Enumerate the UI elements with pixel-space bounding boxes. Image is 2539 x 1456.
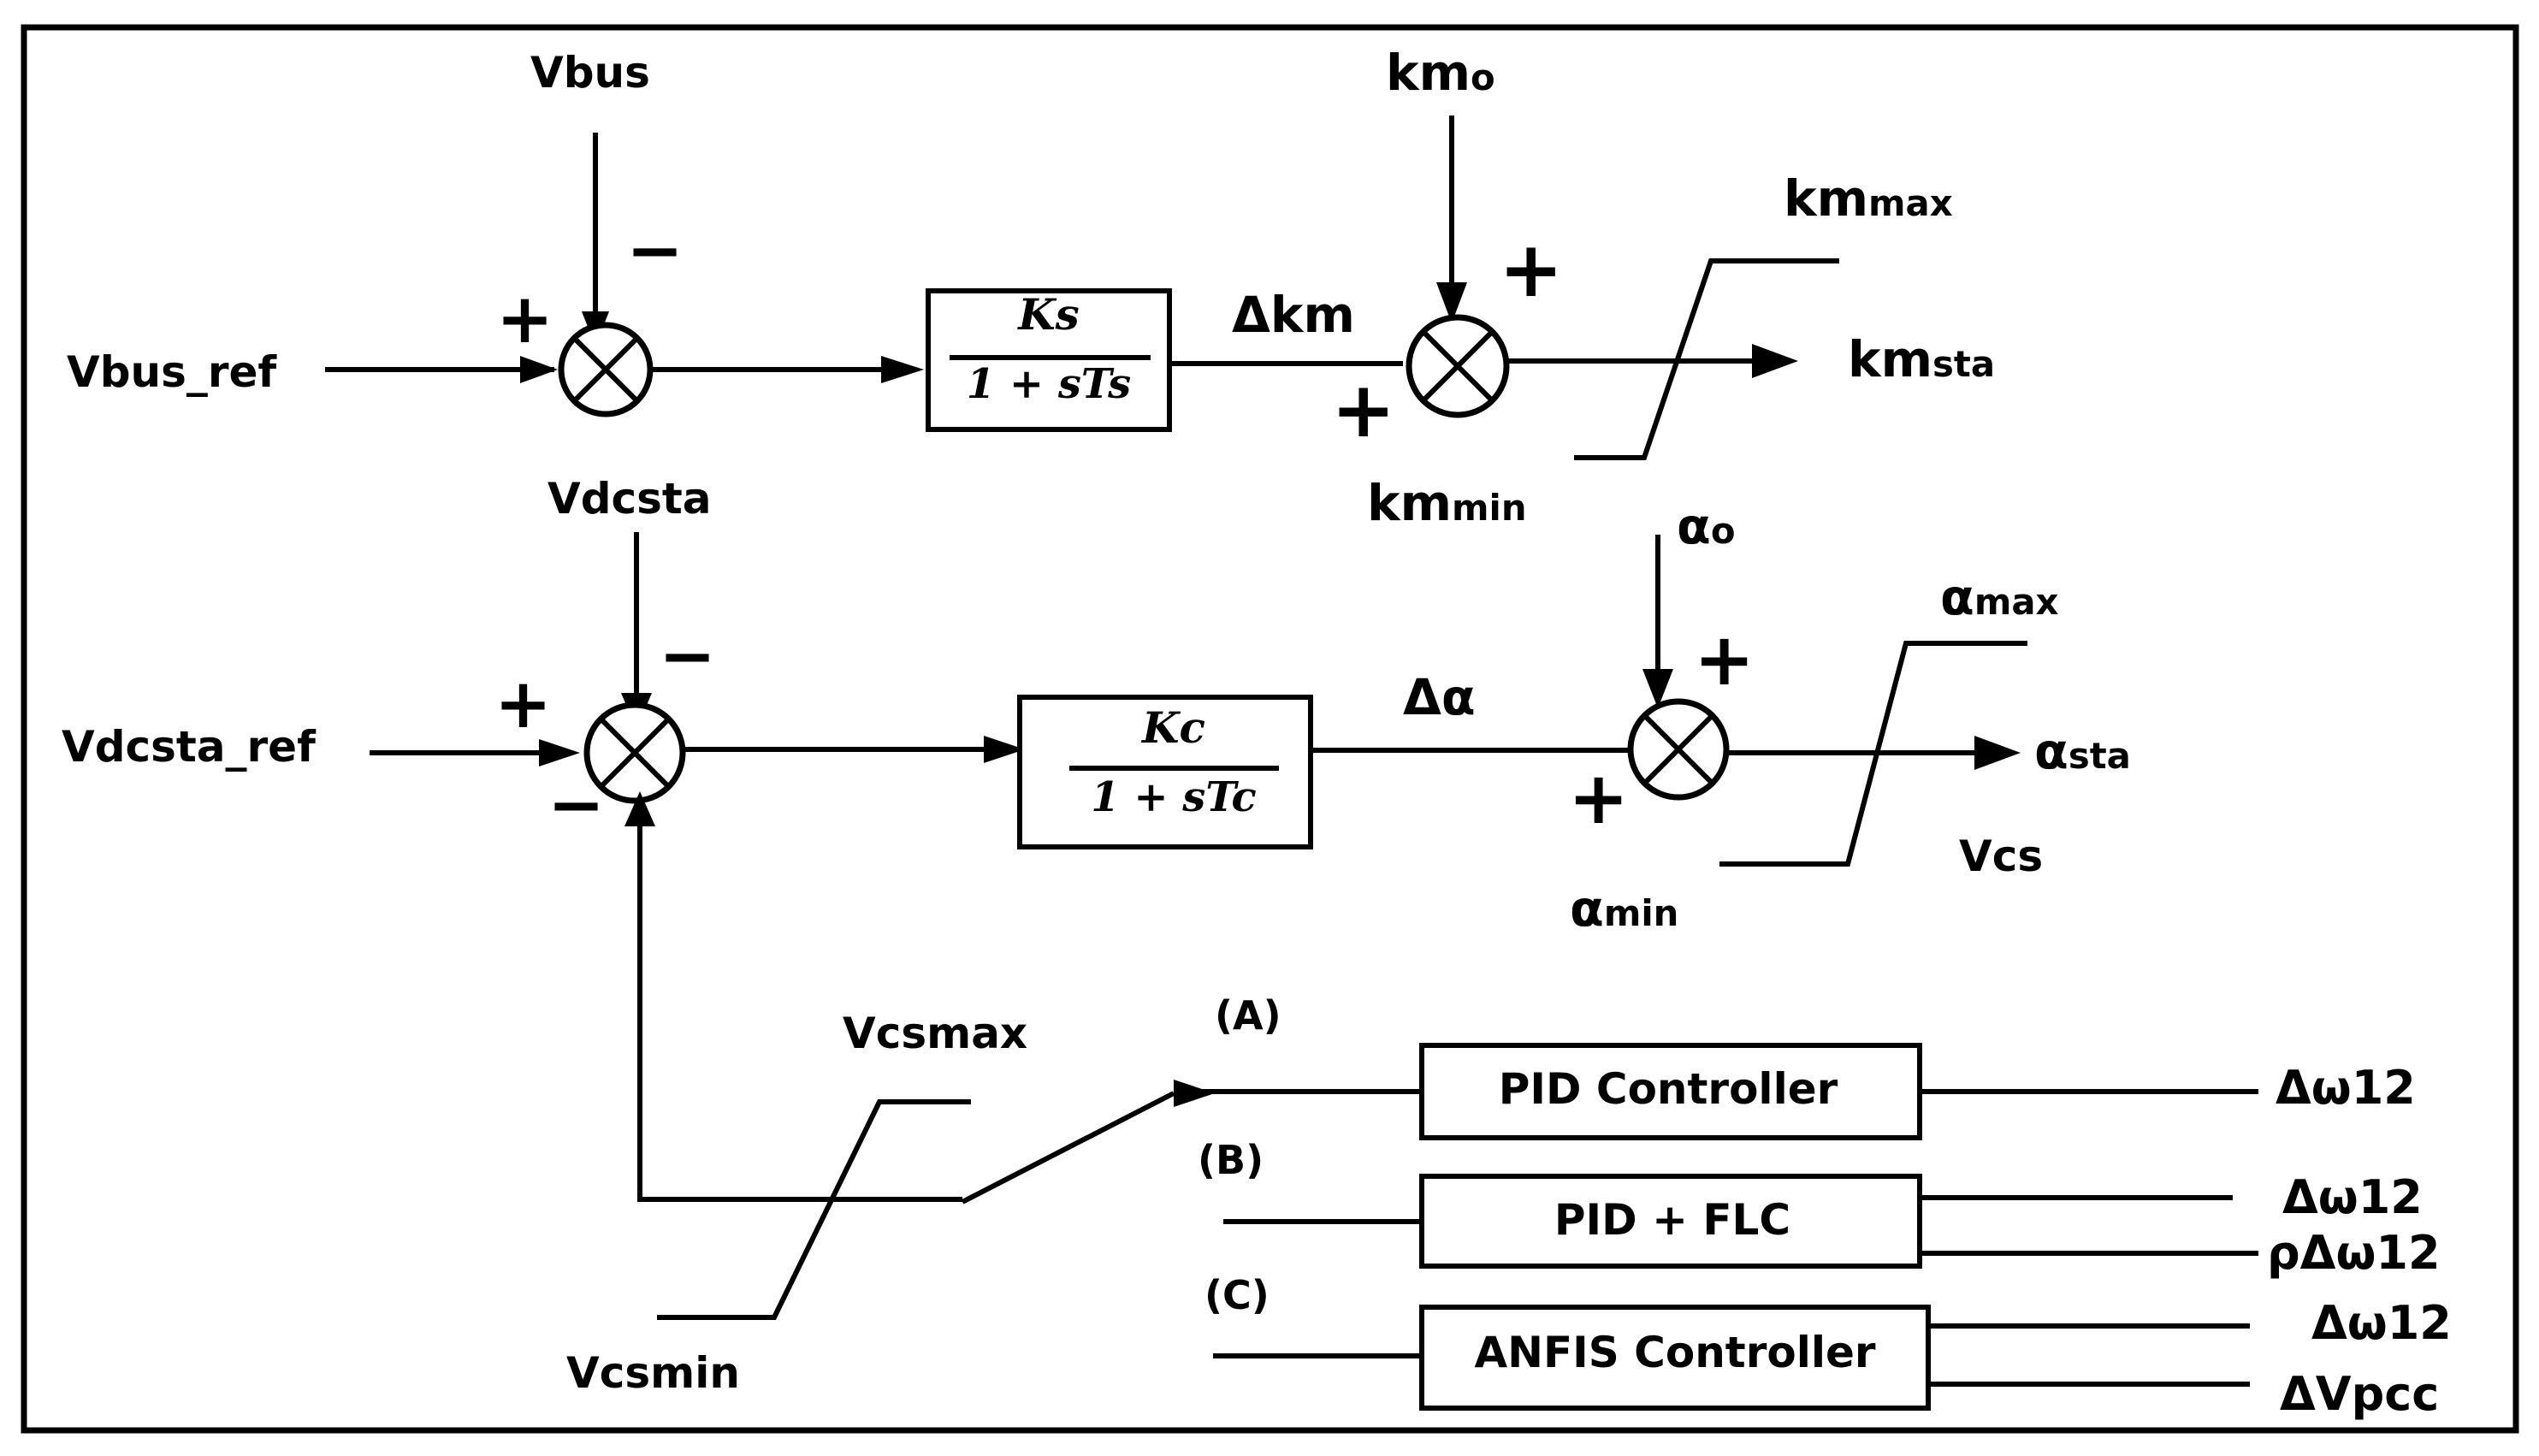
vcs-limiter [657,1099,971,1320]
anfis-controller-block[interactable]: ANFIS Controller [1419,1305,1931,1411]
option-c-label: (C) [1204,1272,1270,1318]
vcs-min-label: Vcsmin [566,1348,740,1398]
km-max-label: kmmax [1784,169,1953,228]
kc-input-arrow [984,736,1025,763]
kmo-arrow [1436,282,1467,323]
delta-km-label: Δkm [1232,286,1355,344]
pid-controller-block[interactable]: PID Controller [1419,1043,1922,1140]
km-sta-label: kmsta [1848,330,1995,388]
ks-numerator: Ks [1016,289,1080,340]
sign-plus-delta-km: + [1331,365,1395,455]
alpha-output-arrow [1974,736,2021,770]
kmo-label: kmo [1386,44,1495,102]
pid-flc-output1-label: Δω12 [2282,1170,2423,1224]
pid-output-label: Δω12 [2276,1061,2416,1115]
option-a-label: (A) [1215,992,1281,1039]
vdcsta-ref-arrow [539,739,580,766]
sign-minus-vcs: − [547,765,605,844]
ks-denominator: 1 + sTs [967,360,1131,408]
vdcsta-ref-label: Vdcsta_ref [62,722,317,772]
alpha-sta-label: αsta [2034,722,2131,780]
km-min-label: kmmin [1367,474,1527,532]
vdcsta-label: Vdcsta [547,474,712,524]
anfis-controller-label: ANFIS Controller [1474,1328,1875,1377]
sign-plus-delta-alpha: + [1568,756,1629,841]
diagram-frame [21,24,2519,1434]
vcs-label: Vcs [1959,832,2043,881]
selector-switch-arm[interactable] [961,1091,1175,1204]
kc-numerator: Kc [1140,702,1205,753]
sign-minus-vdcsta: − [659,616,716,695]
vcs-max-label: Vcsmax [843,1009,1027,1058]
sign-plus-alpha-o: + [1694,618,1755,702]
kc-denominator: 1 + sTc [1091,773,1257,821]
summing-junction-outer-error [558,322,654,417]
pid-controller-label: PID Controller [1499,1064,1838,1114]
vbus-label: Vbus [530,48,650,98]
anfis-output1-label: Δω12 [2311,1296,2452,1350]
sign-minus-vbus: − [626,210,684,290]
delta-alpha-label: Δα [1403,668,1476,726]
kc-transfer-block: Kc 1 + sTc [1017,695,1313,849]
anfis-output2-label: ΔVpcc [2280,1367,2439,1421]
sign-plus-kmo: + [1499,225,1563,315]
vbus-ref-arrow [520,356,558,383]
sign-plus-vbus-ref: + [496,279,553,358]
summing-junction-km [1406,314,1510,418]
summing-junction-alpha [1627,698,1730,801]
alpha-o-label: αo [1677,497,1736,555]
pid-flc-output2-label: ρΔω12 [2267,1226,2441,1280]
ks-input-arrow [881,356,924,383]
ks-transfer-block: Ks 1 + sTs [926,288,1172,432]
alpha-min-label: αmin [1570,879,1678,938]
pid-flc-block[interactable]: PID + FLC [1419,1174,1922,1269]
alpha-o-arrow [1642,669,1673,708]
vbus-ref-label: Vbus_ref [67,347,277,397]
km-output-arrow [1752,344,1798,378]
summing-junction-inner-error [583,701,686,804]
alpha-max-label: αmax [1940,568,2059,626]
sign-plus-vdcsta-ref: + [494,664,552,743]
vcs-feedback-arrow [624,791,655,826]
pid-flc-label: PID + FLC [1554,1195,1790,1245]
option-b-label: (B) [1198,1137,1264,1183]
